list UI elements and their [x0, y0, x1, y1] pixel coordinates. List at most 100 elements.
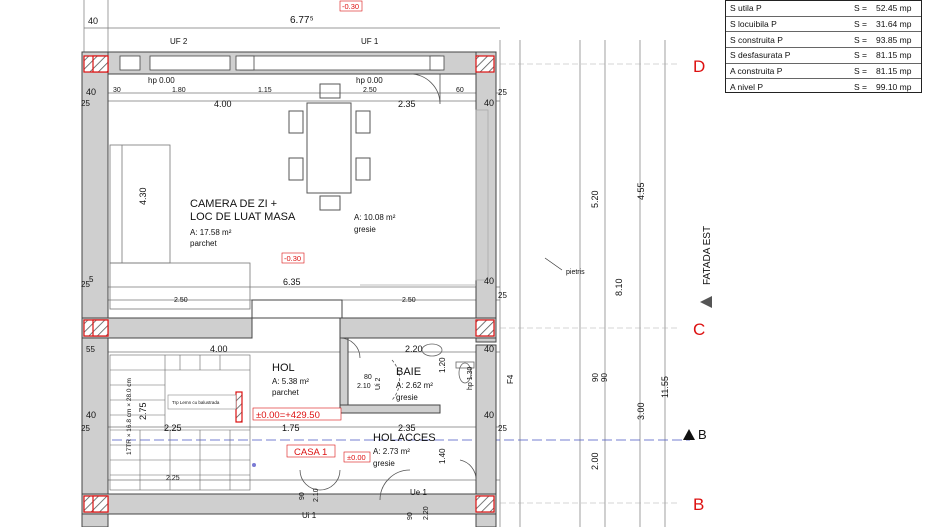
legend-label: A construita P [730, 66, 783, 77]
legend-sym: S = [854, 34, 867, 45]
window-frame-left [119, 55, 141, 71]
dim-677: 6.77⁵ [290, 15, 314, 26]
hol-name: HOL [272, 362, 295, 374]
dim-250b: 2.50 [174, 297, 188, 304]
sofa [109, 144, 251, 310]
axis-d: D [693, 57, 705, 76]
baie-floor: gresie [396, 393, 418, 402]
baie-name: BAIE [396, 366, 421, 378]
dim-235: 2.35 [398, 99, 416, 109]
bath-fixtures [421, 343, 475, 384]
columns [83, 55, 495, 513]
f4-label: F4 [506, 374, 515, 384]
dim-55-left: 55 [86, 345, 95, 354]
hp-right: hp 0.00 [356, 76, 383, 85]
legend-value: 81.15 mp [876, 66, 912, 77]
dim-400b: 4.00 [210, 344, 228, 354]
dim-180: 1.80 [172, 87, 186, 94]
window-frame-mid [235, 55, 255, 71]
dim-400: 4.00 [214, 99, 232, 109]
dim-210: 2.10 [357, 383, 371, 390]
dim-25-right-c: 25 [498, 424, 507, 433]
dim-225b: 2.25 [166, 475, 180, 482]
legend-label: A nivel P [730, 81, 764, 92]
level-box-zero [343, 451, 371, 463]
doors [299, 73, 477, 501]
dim-520: 5.20 [590, 190, 600, 208]
dim-210b: 2.10 [313, 488, 320, 502]
dim-90a: 90 [299, 492, 306, 500]
hol-area: A: 5.38 m² [272, 377, 309, 386]
legend-sym: S = [854, 50, 867, 61]
legend-label: S desfasurata P [730, 50, 791, 61]
dim-90b: 90 [407, 512, 414, 520]
dim-40-left-b: 40 [86, 410, 96, 420]
legend-value: 93.85 mp [876, 34, 912, 45]
dim-275: 2.75 [138, 402, 148, 420]
dim-235b: 2.35 [398, 423, 416, 433]
legend-label: S locuibila P [730, 19, 777, 30]
dim-25-right-b: 25 [498, 291, 507, 300]
kitchen-floor: gresie [354, 225, 376, 234]
dim-40-right-d: 40 [484, 410, 494, 420]
hol-acces-name: HOL ACCES [373, 432, 436, 444]
uf2-label: UF 2 [170, 37, 188, 46]
dim-90-side-b: 90 [600, 373, 609, 382]
stairs-note: Trp Lemn cu balustrada [172, 400, 220, 405]
hp-bath: hp 1.30 [467, 367, 474, 390]
dim-25-left-b: 25 [81, 280, 90, 289]
dim-40-left-a: 40 [86, 87, 96, 97]
legend-value: 81.15 mp [876, 50, 912, 61]
dim-300: 3.00 [636, 402, 646, 420]
legend-sym: S = [854, 81, 867, 92]
uf1-label: UF 1 [361, 37, 379, 46]
dim-25-left-a: 25 [81, 99, 90, 108]
legend-sym: S = [854, 19, 867, 30]
hp-left: hp 0.00 [148, 76, 175, 85]
dim-40-right-c: 40 [484, 344, 494, 354]
legend-row: S desfasurata P S = 81.15 mp [726, 48, 921, 64]
dim-1155: 11.55 [660, 376, 670, 398]
dim-635: 6.35 [283, 277, 301, 287]
legend-value: 99.10 mp [876, 81, 912, 92]
legend-row: A nivel P S = 99.10 mp [726, 79, 921, 94]
legend-label: S utila P [730, 3, 762, 14]
dim-810: 8.10 [614, 278, 624, 296]
level-minus-top: -0.30 [342, 2, 359, 11]
dim-250c: 2.50 [402, 297, 416, 304]
dim-120: 1.20 [438, 357, 447, 373]
dim-140: 1.40 [438, 448, 447, 464]
dim-455: 4.55 [636, 182, 646, 200]
staircase [109, 354, 251, 491]
dining-table [288, 83, 371, 211]
dim-25-right-a: 25 [498, 88, 507, 97]
baie-area: A: 2.62 m² [396, 381, 433, 390]
hol-acces-floor: gresie [373, 459, 395, 468]
living-floor: parchet [190, 239, 217, 248]
kitchen-counter [360, 109, 489, 286]
level-minus-mid: -0.30 [284, 254, 301, 263]
hol-acces-area: A: 2.73 m² [373, 447, 410, 456]
dim-40-top: 40 [88, 16, 98, 26]
legend-row: S locuibila P S = 31.64 mp [726, 17, 921, 33]
dim-80: 80 [364, 374, 372, 381]
pietris-leader [544, 257, 563, 271]
axis-lines [500, 63, 680, 504]
dim-115: 1.15 [258, 87, 272, 94]
windows-top [149, 55, 441, 71]
dim-225: 2.25 [164, 423, 182, 433]
level-box-mid [281, 252, 305, 264]
level-main: ±0.00=+429.50 [256, 410, 320, 421]
dim-90-side-a: 90 [591, 373, 600, 382]
casa-label: CASA 1 [294, 447, 327, 458]
fatada-arrow-icon [700, 296, 712, 308]
legend-sym: S = [854, 3, 867, 14]
axis-c: C [693, 320, 705, 339]
legend-value: 31.64 mp [876, 19, 912, 30]
dim-60: 60 [456, 87, 464, 94]
level-box-main [252, 407, 342, 421]
